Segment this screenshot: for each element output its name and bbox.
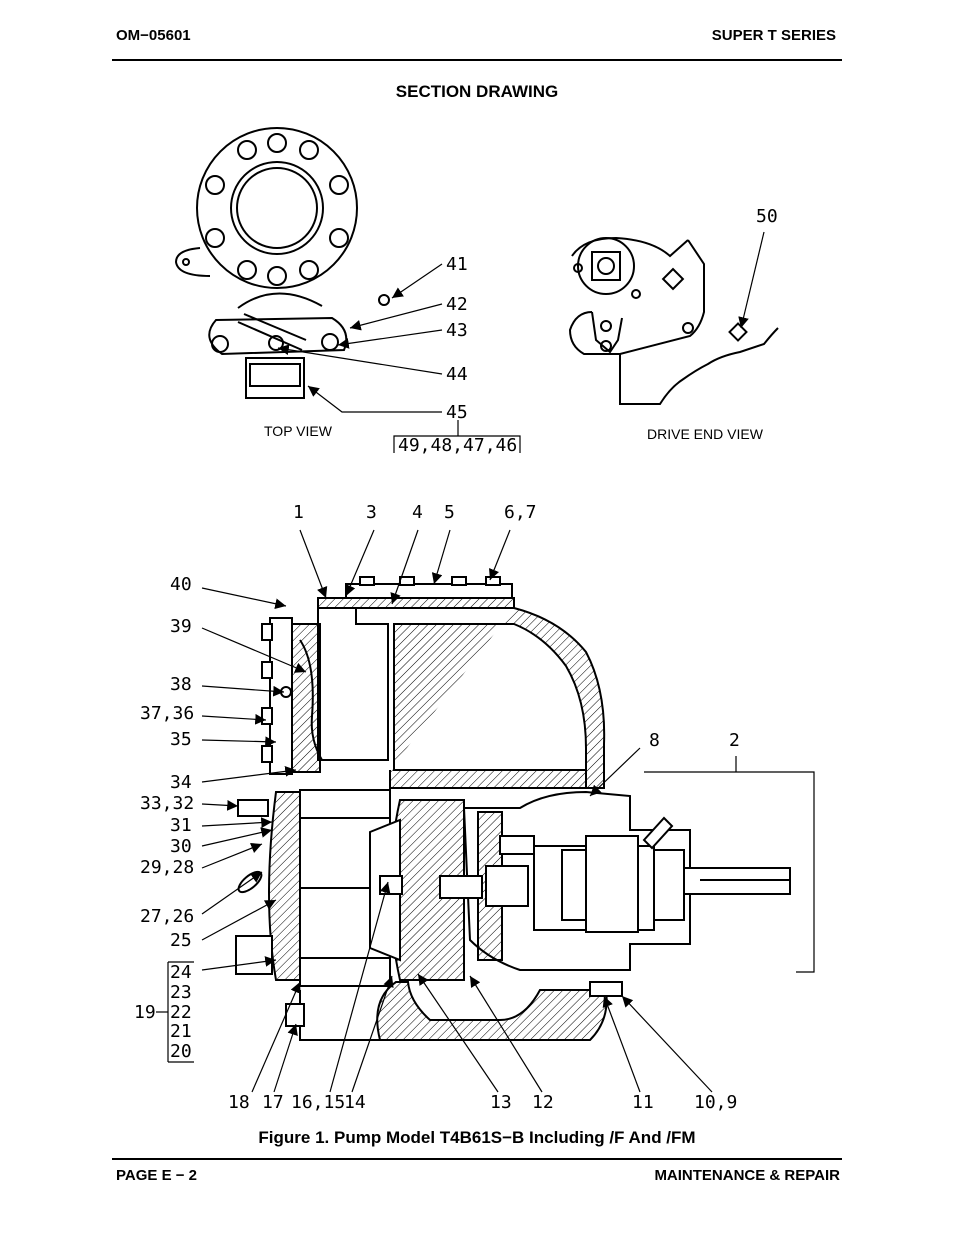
series-name: SUPER T SERIES: [711, 27, 836, 44]
callout-30: 30: [170, 836, 192, 857]
callout-22: 22: [170, 1002, 192, 1023]
footer-rule: [112, 1158, 842, 1160]
drive-end-view-label: DRIVE END VIEW: [647, 426, 764, 442]
callout-40: 40: [170, 574, 192, 595]
callout-38: 38: [170, 674, 192, 695]
page-number: PAGE E − 2: [116, 1167, 198, 1184]
callout-34: 34: [170, 772, 192, 793]
callout-3: 3: [366, 502, 377, 523]
callout-50: 50: [756, 206, 778, 227]
callout-27-26: 27,26: [140, 906, 194, 927]
callout-4: 4: [412, 502, 423, 523]
callout-29-28: 29,28: [140, 857, 194, 878]
callout-25: 25: [170, 930, 192, 951]
callout-42: 42: [446, 294, 468, 315]
leader-50: [738, 231, 765, 329]
top-view-leaders: [277, 263, 521, 453]
callout-37-36: 37,36: [140, 703, 194, 724]
callout-14: 14: [344, 1092, 366, 1113]
section-title: SECTION DRAWING: [395, 82, 559, 101]
callout-24: 24: [170, 962, 192, 983]
callout-8: 8: [649, 730, 660, 751]
main-section-drawing: [235, 576, 791, 1041]
callout-44: 44: [446, 364, 468, 385]
callout-20: 20: [170, 1041, 192, 1062]
assembly-bracket-2: [644, 756, 815, 973]
callout-16-15: 16,15: [291, 1092, 345, 1113]
callout-18: 18: [228, 1092, 250, 1113]
callout-43: 43: [446, 320, 468, 341]
callout-19: 19: [134, 1002, 156, 1023]
document-number: OM−05601: [116, 27, 191, 44]
callout-2: 2: [729, 730, 740, 751]
callout-23: 23: [170, 982, 192, 1003]
callout-41: 41: [446, 254, 468, 275]
callout-13: 13: [490, 1092, 512, 1113]
callout-17: 17: [262, 1092, 284, 1113]
main-leaders: [201, 529, 713, 1093]
header-rule: [112, 59, 842, 61]
top-view-drawing: [174, 127, 390, 399]
callout-45: 45: [446, 402, 468, 423]
callout-35: 35: [170, 729, 192, 750]
callout-12: 12: [532, 1092, 554, 1113]
callout-33-32: 33,32: [140, 793, 194, 814]
figure-caption: Figure 1. Pump Model T4B61S−B Including …: [258, 1128, 696, 1147]
callout-11: 11: [632, 1092, 654, 1113]
bracket-19-24: [156, 961, 194, 1063]
callout-6-7: 6,7: [504, 502, 537, 523]
top-view-label: TOP VIEW: [264, 423, 333, 439]
drive-end-view-drawing: [568, 236, 779, 405]
callout-31: 31: [170, 815, 192, 836]
callout-49-48-47-46: 49,48,47,46: [398, 435, 517, 456]
callout-21: 21: [170, 1021, 192, 1042]
callout-10-9: 10,9: [694, 1092, 737, 1113]
callout-5: 5: [444, 502, 455, 523]
callout-39: 39: [170, 616, 192, 637]
section-name: MAINTENANCE & REPAIR: [654, 1167, 840, 1184]
callout-1: 1: [293, 502, 304, 523]
